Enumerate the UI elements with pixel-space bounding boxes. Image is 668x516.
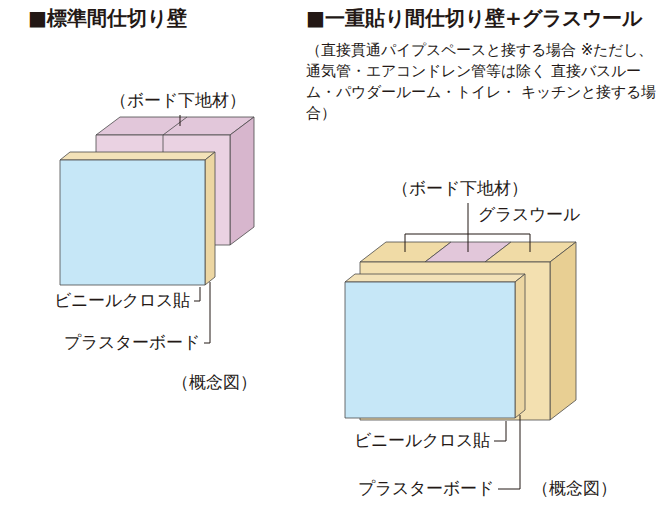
part-label: ビニールクロス貼 — [54, 290, 190, 311]
part-label: ビニールクロス貼 — [354, 430, 490, 451]
plaster-board — [60, 152, 215, 285]
figure-note: （概念図） — [172, 372, 257, 393]
part-label: プラスターボード — [358, 478, 494, 499]
leader-lines — [180, 115, 530, 489]
heading: ■一重貼り間仕切り壁+グラスウール — [306, 6, 642, 31]
part-label: グラスウール — [478, 204, 580, 225]
part-label: （ボード下地材） — [110, 90, 246, 111]
condition-note: （直接貫通パイプスペースと接する場合 ※ただし、通気管・エアコンドレン管等は除く… — [306, 40, 662, 124]
part-label: （ボード下地材） — [392, 178, 528, 199]
heading: ■標準間仕切り壁 — [28, 6, 187, 31]
part-label: プラスターボード — [64, 332, 200, 353]
figure-note: （概念図） — [532, 478, 617, 499]
plaster-board — [345, 274, 525, 418]
